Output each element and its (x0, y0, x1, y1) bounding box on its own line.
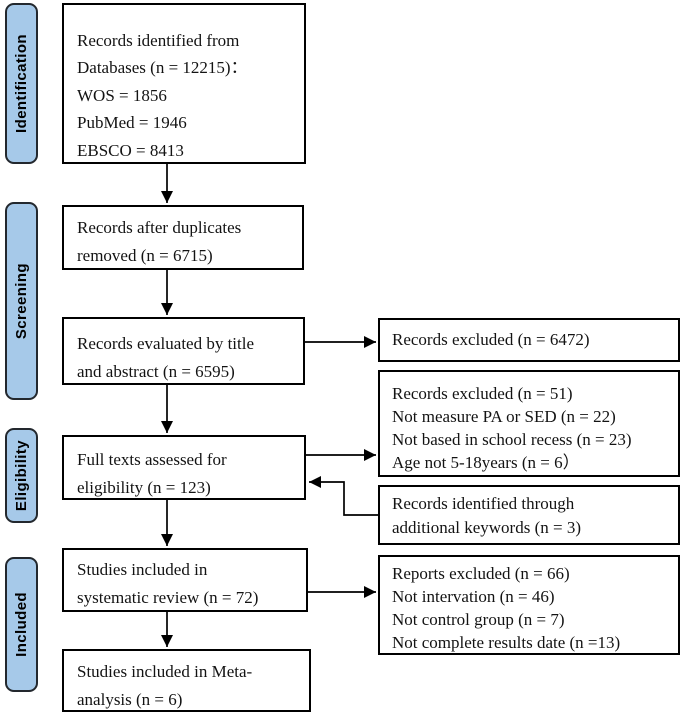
box-systematic-review-included-line: Studies included in (77, 560, 208, 579)
box-title-abstract-evaluated-line: and abstract (n = 6595) (77, 362, 235, 381)
box-fulltext-assessed: Full texts assessed for eligibility (n =… (62, 435, 306, 500)
stage-included-label: Included (13, 592, 30, 657)
box-systematic-review-included-line: systematic review (n = 72) (77, 588, 259, 607)
box-title-abstract-evaluated: Records evaluated by title and abstract … (62, 317, 305, 385)
box-meta-analysis-included-line: Studies included in Meta- (77, 662, 253, 681)
box-records-identified-line: Records identified from (77, 31, 240, 50)
stage-identification: Identification (5, 3, 38, 164)
box-title-abstract-evaluated-line: Records evaluated by title (77, 334, 255, 353)
box-reports-excluded-line: Reports excluded (n = 66) (392, 564, 570, 583)
box-duplicates-removed-line: removed (n = 6715) (77, 246, 213, 265)
box-reports-excluded-line: Not control group (n = 7) (392, 610, 565, 629)
arrow-additional-keywords-to-fulltext (309, 476, 378, 516)
box-additional-keywords-line: Records identified through (392, 494, 575, 513)
stage-included: Included (5, 557, 38, 692)
box-meta-analysis-included-line: analysis (n = 6) (77, 690, 183, 709)
box-records-excluded-fulltext-line: Age not 5-18years (n = 6） (392, 453, 580, 472)
box-records-excluded-fulltext-line: Records excluded (n = 51) (392, 384, 573, 403)
box-duplicates-removed: Records after duplicates removed (n = 67… (62, 205, 304, 270)
box-meta-analysis-included: Studies included in Meta- analysis (n = … (62, 649, 311, 712)
stage-eligibility: Eligibility (5, 428, 38, 523)
box-records-excluded-title-abstract-line: Records excluded (n = 6472) (392, 330, 590, 349)
box-reports-excluded: Reports excluded (n = 66) Not intervatio… (378, 555, 680, 655)
box-additional-keywords: Records identified through additional ke… (378, 485, 680, 545)
box-fulltext-assessed-line: Full texts assessed for (77, 450, 227, 469)
stage-identification-label: Identification (13, 34, 30, 133)
box-records-identified-line: EBSCO = 8413 (77, 140, 184, 160)
stage-screening: Screening (5, 202, 38, 400)
box-records-excluded-fulltext-line: Not based in school recess (n = 23) (392, 430, 632, 449)
box-additional-keywords-line: additional keywords (n = 3) (392, 517, 581, 537)
box-records-excluded-title-abstract: Records excluded (n = 6472) (378, 318, 680, 362)
box-records-excluded-fulltext: Records excluded (n = 51) Not measure PA… (378, 370, 680, 477)
box-records-identified-line: WOS = 1856 (77, 85, 167, 105)
box-records-identified-line: PubMed = 1946 (77, 113, 187, 133)
stage-screening-label: Screening (13, 262, 30, 340)
box-fulltext-assessed-line: eligibility (n = 123) (77, 478, 211, 497)
box-systematic-review-included: Studies included in systematic review (n… (62, 548, 308, 612)
box-records-excluded-fulltext-line: Not measure PA or SED (n = 22) (392, 407, 616, 426)
box-reports-excluded-line: Not complete results date (n =13) (392, 633, 621, 652)
box-reports-excluded-line: Not intervation (n = 46) (392, 587, 555, 606)
box-records-identified-line: Databases (n = 12215)： (77, 58, 248, 78)
stage-eligibility-label: Eligibility (13, 439, 30, 512)
box-duplicates-removed-line: Records after duplicates (77, 218, 242, 237)
box-records-identified: Records identified from Databases (n = 1… (62, 3, 306, 164)
